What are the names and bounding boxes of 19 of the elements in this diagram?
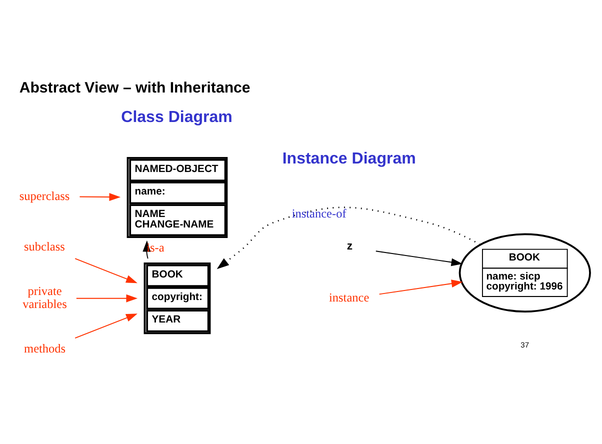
diagram-title: Abstract View – with Inheritance [19,80,250,97]
node-ellipse: BOOK name: sicp copyright: 1996 [458,233,591,313]
arrow [74,258,138,284]
arrow [375,250,463,266]
node-text: z [346,240,353,252]
arrow [216,206,481,270]
node-text: methods [24,341,66,356]
node-text: private variables [22,284,67,312]
arrow [76,294,138,302]
arrow [74,314,138,339]
arrow [378,280,463,295]
edge-label: instance-of [292,206,346,220]
node-text: subclass [24,240,65,254]
node-text: instance [329,290,370,305]
node-text: superclass [19,188,70,203]
arrow [79,193,121,201]
label: Class Diagram [121,108,232,126]
label: Instance Diagram [282,150,416,168]
label: 37 [520,340,530,350]
